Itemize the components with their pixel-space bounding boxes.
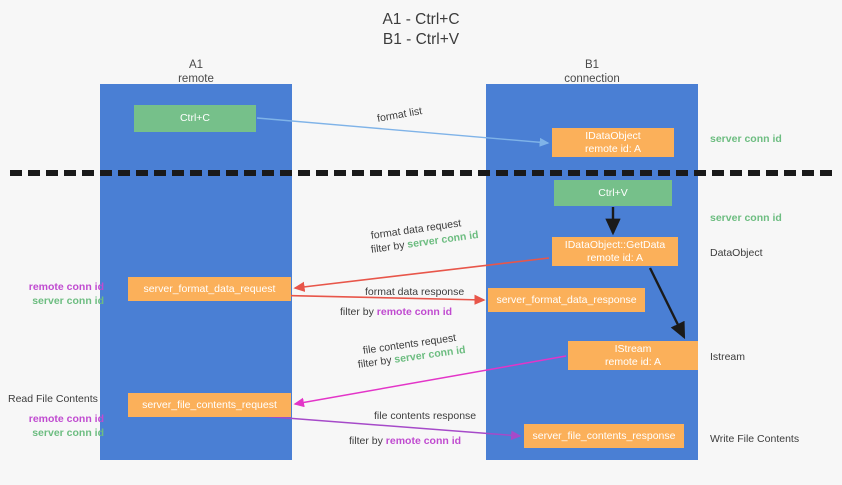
filter-by-text-2: filter by: [340, 306, 377, 318]
box-server-format-data-response[interactable]: server_format_data_response: [488, 288, 645, 312]
label-format-list: format list: [376, 105, 424, 125]
label-server-conn-id-second: server conn id: [710, 212, 782, 224]
legend-conn-ids-lower: remote conn id server conn id: [8, 412, 104, 440]
legend-remote-conn-id-1: remote conn id: [28, 281, 104, 293]
page-title: A1 - Ctrl+C B1 - Ctrl+V: [382, 11, 460, 48]
box-istream[interactable]: IStream remote id: A: [568, 341, 698, 370]
label-server-conn-id-top: server conn id: [710, 133, 782, 145]
label-dataobject: DataObject: [710, 247, 763, 259]
box-ctrl-c[interactable]: Ctrl+C: [134, 105, 256, 132]
box-server-file-contents-response[interactable]: server_file_contents_response: [524, 424, 684, 448]
legend-server-conn-id-1: server conn id: [32, 295, 104, 307]
lane-header-a1: A1 remote: [178, 59, 214, 85]
box-server-file-contents-request[interactable]: server_file_contents_request: [128, 393, 291, 417]
filter-by-text-1: filter by: [370, 238, 409, 256]
label-format-data-response: format data response: [365, 286, 465, 298]
label-filter-remote-conn-id-1: filter by remote conn id: [340, 305, 452, 319]
legend-server-conn-id-2: server conn id: [32, 427, 104, 439]
label-filter-remote-conn-id-2: filter by remote conn id: [349, 434, 461, 448]
dashed-separator: [10, 170, 832, 176]
box-server-format-data-request[interactable]: server_format_data_request: [128, 277, 291, 301]
lane-header-b1: B1 connection: [564, 59, 620, 85]
box-idataobject-getdata[interactable]: IDataObject::GetData remote id: A: [552, 237, 678, 266]
filter-by-text-3: filter by: [357, 353, 396, 371]
label-istream: Istream: [710, 351, 746, 363]
label-write-file-contents: Write File Contents: [710, 433, 800, 445]
legend-conn-ids-upper: remote conn id server conn id: [8, 280, 104, 308]
remote-conn-id-text-1: remote conn id: [376, 306, 453, 318]
label-read-file-contents: Read File Contents: [8, 393, 98, 405]
label-file-contents-response: file contents response: [374, 410, 477, 422]
legend-remote-conn-id-2: remote conn id: [28, 413, 104, 425]
box-idataobject[interactable]: IDataObject remote id: A: [552, 128, 674, 157]
remote-conn-id-text-2: remote conn id: [385, 435, 462, 447]
filter-by-text-4: filter by: [349, 435, 386, 447]
box-ctrl-v[interactable]: Ctrl+V: [554, 180, 672, 206]
